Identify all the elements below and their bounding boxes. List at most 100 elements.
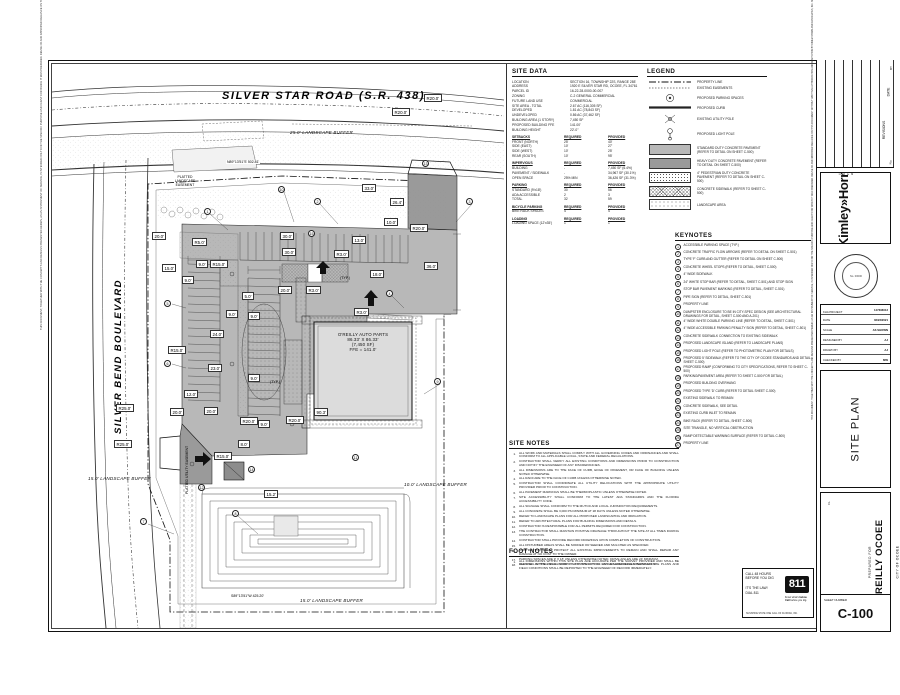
plan-keynote-bubble[interactable]: 9 — [434, 378, 441, 385]
plan-keynote-bubble[interactable]: 1 — [204, 208, 211, 215]
parking-count-circle-icon — [647, 93, 693, 103]
plan-keynote-bubble[interactable]: 11 — [352, 454, 359, 461]
revision-columns — [817, 60, 894, 167]
heavy-duty-pavement-swatch — [647, 157, 693, 169]
keynote-text: RAMP DETECTABLE WARNING SURFACE (REFER T… — [683, 433, 786, 438]
site-note-number: 11. — [511, 520, 516, 525]
legend-item: CONCRETE SIDEWALK (REFER TO SHEET C-500) — [647, 185, 767, 197]
silver-bend-boulevard — [92, 157, 161, 628]
sheet-number-value: C-100 — [837, 606, 874, 621]
loading-table: LOADING REQUIRED PROVIDED LOADING SPACE … — [512, 217, 638, 226]
pedestrian-pavement-swatch — [647, 171, 693, 183]
plan-keynote-bubble[interactable]: 3 — [466, 198, 473, 205]
dim-r15-c: R15.0' — [214, 452, 232, 460]
keynote-text: PROPERTY LINE — [683, 302, 709, 307]
row-c0: REAR (SOUTH) — [512, 154, 536, 159]
setbacks-h0: SETBACKS — [512, 134, 531, 139]
site-note-row: 13.THE CONTRACTOR SHALL MAINTAIN POSITIV… — [509, 530, 679, 538]
keynote-number-icon: 25 — [675, 427, 681, 434]
buffer-label-north: 25.0' LANDSCAPE BUFFER — [290, 130, 353, 135]
sd-key: SITE AREA - TOTAL — [512, 103, 543, 108]
pinfo-value: 02/22/2021 — [874, 317, 888, 322]
keynote-number-icon: 20 — [675, 390, 681, 397]
drawing-title: SITE PLAN — [849, 396, 862, 462]
keynote-text: PIPE SIGN (REFER TO DETAIL, SHEET C-501) — [683, 294, 752, 299]
keynote-text: 4" WIDE WHITE DOUBLE PARKING LINE (REFER… — [683, 318, 795, 323]
keynote-text: PROPOSED TYPE 'D' CURB (REFER TO DETAIL … — [683, 388, 776, 393]
site-note-row: 10.REFER TO LANDSCAPE PLANS FOR ALL PROP… — [509, 514, 679, 519]
sd-val: 1920 E SILVER STAR RD, OCOEE, FL 34761 — [570, 84, 638, 89]
sd-val: C-2 GENERAL COMMERCIAL — [570, 93, 616, 98]
row-c1: 25% MIN — [564, 175, 578, 180]
plan-keynote-bubble[interactable]: 4 — [386, 290, 393, 297]
keynote-number-icon: 6 — [675, 281, 681, 288]
keynote-text: PROPOSED BUILDING OVERHANG — [683, 381, 736, 386]
keynote-text: EXISTING SIDEWALK TO REMAIN — [683, 396, 734, 401]
dim-36: 36.0' — [424, 262, 439, 270]
plan-edge-disclaimer: THIS DOCUMENT, TOGETHER WITH THE CONCEPT… — [40, 0, 43, 330]
keynote-number-icon: 13 — [675, 334, 681, 341]
project-info-row: SCALE AS SHOWN — [821, 325, 890, 335]
title-block: BY DATE REVISIONS No. Kimley»Horn © 2021… — [816, 60, 900, 632]
row-c2: 1 — [608, 221, 610, 226]
legend-item: PROPOSED PARKING SPACES — [647, 93, 767, 103]
project-info-row: DATE 02/22/2021 — [821, 315, 890, 325]
row-c0: BUILDING — [512, 166, 528, 171]
keynotes-title: KEYNOTES — [675, 232, 811, 241]
site-note-row: 15.ALL DISTURBED AREAS SHALL BE SODDED O… — [509, 543, 679, 548]
plan-keynote-bubble[interactable]: 15 — [308, 230, 315, 237]
plan-keynote-bubble[interactable]: 13 — [422, 160, 429, 167]
bike-h0: BICYCLE PARKING — [512, 204, 543, 209]
title-block-disclaimer: THIS DOCUMENT, TOGETHER WITH THE CONCEPT… — [812, 0, 814, 420]
plan-keynote-bubble[interactable]: 8 — [232, 510, 239, 517]
site-note-number: 8. — [513, 504, 516, 509]
plan-keynote-bubble[interactable]: 10 — [278, 186, 285, 193]
dim-33: 33.0' — [362, 184, 377, 192]
plan-keynote-bubble[interactable]: 5 — [164, 300, 171, 307]
sd-key: ZONING — [512, 93, 525, 98]
accessible-parking-stalls — [281, 263, 349, 283]
pinfo-value: AJ — [884, 337, 888, 342]
legend-block: LEGEND PROPERTY LINE EXISTING EASEMENTS … — [647, 68, 767, 213]
site-note-text: ALL DIMENSIONS ARE TO THE FACE OF CURB, … — [519, 467, 679, 476]
pinfo-label: KHA PROJECT — [823, 309, 843, 314]
row-c2: 40' — [608, 139, 613, 144]
plan-keynote-bubble[interactable]: 7 — [140, 518, 147, 525]
plan-keynote-bubble[interactable]: 12 — [198, 484, 205, 491]
sd-key: BUILDING HEIGHT — [512, 127, 541, 132]
revisions-header-by: BY — [888, 65, 893, 71]
call-before-you-dig-notice: CALL 48 HOURS BEFORE YOU DIG IT'S THE LA… — [742, 568, 814, 618]
north-existing-improvements — [171, 120, 473, 173]
plan-keynote-bubble[interactable]: 2 — [314, 198, 321, 205]
project-info-row: DESIGNED BY AJ — [821, 335, 890, 345]
building-label-line2: 86.33' X 86.33' — [347, 337, 379, 343]
plan-keynote-bubble[interactable]: 6 — [164, 360, 171, 367]
stormwater-retention-pond — [201, 487, 411, 589]
row-c0: LOADING SPACE (12'x35') — [512, 221, 553, 226]
site-note-number: 15. — [511, 544, 516, 548]
legend-item: PROPOSED LIGHT POLE — [647, 127, 767, 141]
dim-20-d: 20.0' — [278, 286, 293, 294]
property-line-icon — [647, 80, 693, 84]
dim-r15-b: R15.0' — [168, 346, 186, 354]
plan-keynote-bubble[interactable]: 14 — [248, 466, 255, 473]
row-c2: 36,426 SF (31.3%) — [608, 175, 636, 180]
sheet-number-label: SHEET NUMBER — [824, 598, 847, 602]
legend-item: PROPERTY LINE — [647, 80, 767, 84]
dim-r25-b: R25.0' — [114, 440, 132, 448]
keynote-number-icon: 16 — [675, 357, 681, 364]
proposed-building — [309, 317, 417, 425]
firm-name: Kimley»Horn — [835, 173, 851, 243]
firm-name-separator: » — [835, 199, 851, 207]
dim-15: 15.0' — [162, 264, 177, 272]
